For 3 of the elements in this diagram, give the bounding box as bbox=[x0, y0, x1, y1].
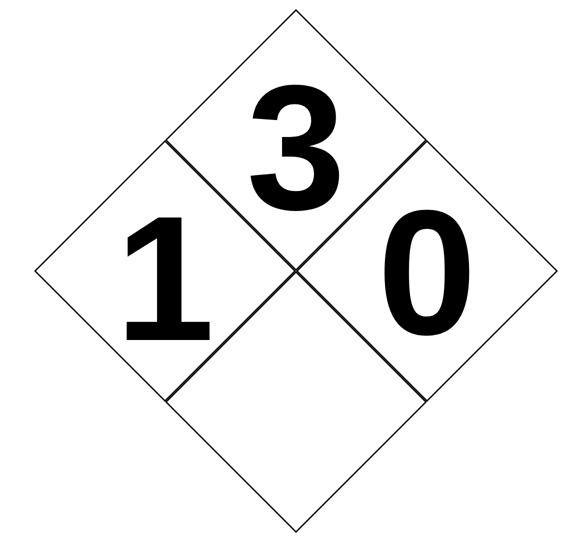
hazard-rating: 3 bbox=[246, 59, 346, 237]
hazard-rating: 1 bbox=[116, 190, 214, 368]
hazard-rating: 0 bbox=[378, 184, 476, 362]
